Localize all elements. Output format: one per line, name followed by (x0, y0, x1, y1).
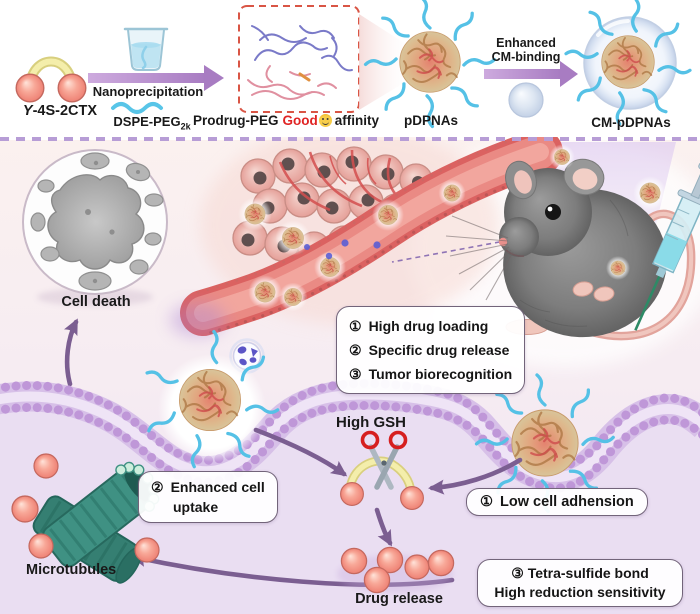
scissors-icon (360, 430, 408, 490)
molecule-label: Y-4S-2CTX (22, 103, 98, 119)
mouse-front-paw (572, 281, 594, 297)
arrow-to-cell-death (63, 318, 79, 387)
mouse-front-paw (593, 286, 615, 302)
drug-release-spheres (337, 546, 455, 594)
prodrug-structure-box (238, 5, 360, 113)
dspe-peg-squiggle (111, 102, 163, 114)
mouse-eye (545, 204, 561, 220)
nanoprecipitation-label: Nanoprecipitation (92, 84, 204, 99)
nanoprecipitation-arrow (88, 65, 224, 91)
dspe-peg-label: DSPE-PEG2k (113, 114, 191, 132)
arrow-to-drug-release (374, 507, 393, 547)
pdpnas-label: pDPNAs (403, 113, 458, 128)
cell-death-circle (22, 149, 168, 306)
docking-structure-pink (247, 65, 337, 100)
arrow-uptake-to-cleavage (253, 427, 348, 477)
arrow-adhesion-to-cleavage (428, 457, 523, 495)
syringe-icon (634, 162, 700, 331)
high-gsh-label: High GSH (336, 414, 406, 431)
tetra-sulfide-box: ③ Tetra-sulfide bond High reduction sens… (477, 559, 683, 607)
tumor-vasculature (170, 129, 563, 337)
apoptotic-fragments (30, 152, 164, 291)
cell-death-label: Cell death (61, 294, 131, 310)
cm-pdpna-nanoparticle (564, 0, 692, 126)
endocytosis-bubble (144, 329, 280, 469)
drug-release-label: Drug release (355, 591, 443, 607)
beaker-icon (123, 27, 169, 71)
docking-structure-blue (251, 25, 353, 72)
plasma-dots (304, 239, 381, 260)
mouse-whiskers (445, 215, 514, 301)
cm-pdpnas-label: CM-pDPNAs (591, 115, 671, 130)
microtubules-label: Microtubules (26, 562, 117, 578)
zoom-cone (359, 14, 412, 110)
mouse-ears (505, 158, 605, 200)
apoptotic-body-main (47, 174, 145, 270)
capillary-branches (278, 149, 409, 212)
cell-membrane-vesicle (508, 82, 544, 118)
prodrug-molecule (15, 56, 87, 103)
cm-binding-arrow (484, 61, 578, 87)
cleaved-prodrug (340, 456, 424, 510)
blood-vessel (180, 129, 563, 336)
smiley-icon (318, 114, 332, 127)
